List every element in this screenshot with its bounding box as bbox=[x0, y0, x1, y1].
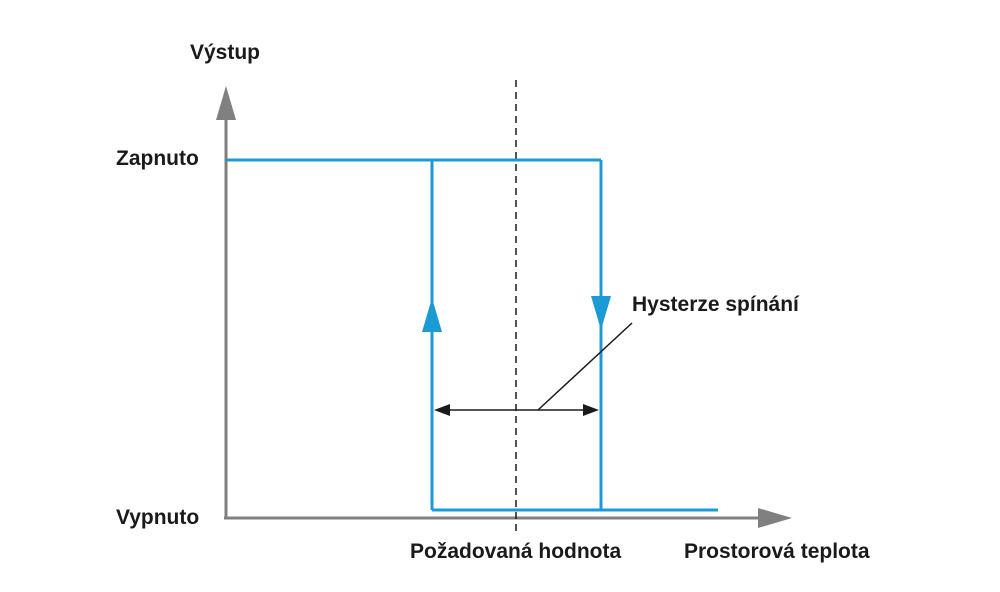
dimension-right-arrowhead bbox=[583, 404, 599, 416]
y-axis-title: Výstup bbox=[190, 41, 261, 64]
x-axis-arrowhead bbox=[758, 508, 792, 528]
y-axis-arrowhead bbox=[216, 86, 236, 120]
hysteresis-leader-line bbox=[537, 322, 633, 411]
down-arrow-icon bbox=[591, 296, 611, 330]
setpoint-label: Požadovaná hodnota bbox=[410, 540, 622, 563]
x-axis-title: Prostorová teplota bbox=[684, 540, 870, 563]
hysteresis-callout-label: Hysterze spínání bbox=[632, 293, 799, 316]
state-off-label: Vypnuto bbox=[116, 506, 200, 529]
state-on-label: Zapnuto bbox=[116, 147, 199, 170]
up-arrow-icon bbox=[422, 298, 442, 332]
dimension-left-arrowhead bbox=[434, 404, 450, 416]
